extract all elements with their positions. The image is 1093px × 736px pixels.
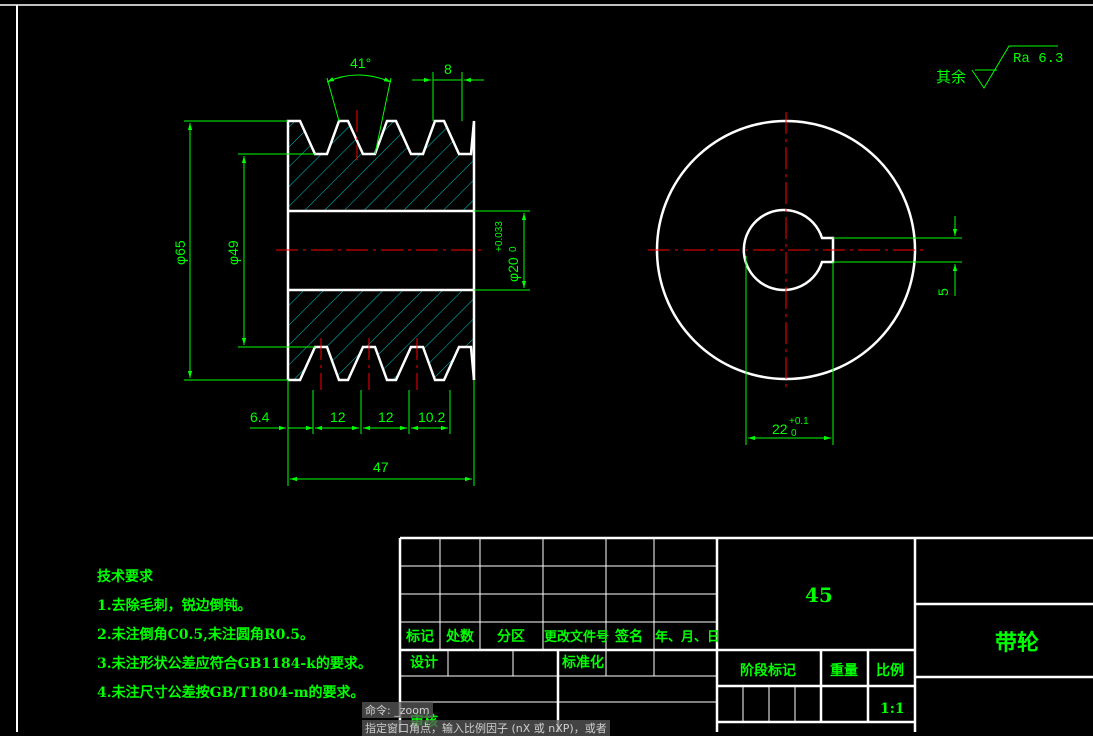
dim-total-width: 47 xyxy=(373,459,389,475)
dim-pitch-1: 12 xyxy=(330,409,346,425)
command-line[interactable]: 命令: _zoom 指定窗口角点，输入比例因子 (nX 或 nXP)，或者 xyxy=(362,700,682,736)
dim-keyway-tol-lower: 0 xyxy=(791,428,797,439)
header-mark: 标记 xyxy=(405,628,434,645)
scale-label: 比例 xyxy=(876,662,904,679)
dim-offset-right: 10.2 xyxy=(418,409,445,425)
part-name: 带轮 xyxy=(995,630,1039,656)
header-count: 处数 xyxy=(445,628,475,645)
dim-keyway-width: 5 xyxy=(935,288,951,296)
tech-req-item: 2.未注倒角C0.5,未注圆角R0.5。 xyxy=(97,626,314,643)
material-value: 45 xyxy=(805,583,833,607)
dim-pitch-2: 12 xyxy=(378,409,394,425)
groove-profile-bottom xyxy=(288,345,476,382)
tech-req-item: 3.未注形状公差应符合GB1184-k的要求。 xyxy=(97,655,372,672)
front-view: 5 22 +0.1 0 xyxy=(648,112,962,445)
surface-finish-symbol: 其余 Ra 6.3 xyxy=(936,45,1063,89)
dim-bore-tol-lower: 0 xyxy=(508,246,519,252)
section-view: 41° 8 φ65 φ49 φ20 +0.033 0 6.4 12 12 10.… xyxy=(172,55,530,486)
tech-req-title: 技术要求 xyxy=(97,568,154,585)
dim-bore-tol-upper: +0.033 xyxy=(494,221,505,252)
dim-pitch-top: 8 xyxy=(444,61,452,77)
tech-req-item: 1.去除毛刺，锐边倒钝。 xyxy=(97,597,252,614)
header-change-doc: 更改文件号 xyxy=(544,629,609,645)
design-label: 设计 xyxy=(410,654,438,671)
dim-outer-dia: φ65 xyxy=(172,240,188,265)
command-history: 命令: _zoom xyxy=(362,702,433,718)
stage-mark-label: 阶段标记 xyxy=(740,662,796,679)
surface-finish-label: 其余 xyxy=(936,68,966,86)
weight-label: 重量 xyxy=(830,662,858,679)
header-zone: 分区 xyxy=(497,629,525,645)
dim-bore-dia: φ20 xyxy=(505,257,521,282)
scale-value: 1:1 xyxy=(880,701,905,717)
title-block-text: 45 带轮 标记 处数 分区 更改文件号 签名 年、月、日 设计 标准化 审核 … xyxy=(405,583,1039,730)
surface-finish-value: Ra 6.3 xyxy=(1013,51,1063,67)
dim-keyway-tol-upper: +0.1 xyxy=(789,416,809,427)
header-signature: 签名 xyxy=(614,628,643,645)
dim-angle: 41° xyxy=(350,55,371,71)
tech-req-item: 4.未注尺寸公差按GB/T1804-m的要求。 xyxy=(97,684,365,701)
title-block xyxy=(398,536,1093,732)
command-prompt[interactable]: 指定窗口角点，输入比例因子 (nX 或 nXP)，或者 xyxy=(362,720,610,736)
drawing-frame xyxy=(0,4,1093,732)
tech-requirements: 技术要求 1.去除毛刺，锐边倒钝。 2.未注倒角C0.5,未注圆角R0.5。 3… xyxy=(97,568,372,701)
standardize-label: 标准化 xyxy=(561,654,604,671)
dim-offset-left: 6.4 xyxy=(250,409,270,425)
header-date: 年、月、日 xyxy=(655,629,720,645)
dim-keyway-depth: 22 xyxy=(772,421,788,437)
bore-with-keyway xyxy=(742,208,835,292)
dim-root-dia: φ49 xyxy=(225,240,241,265)
